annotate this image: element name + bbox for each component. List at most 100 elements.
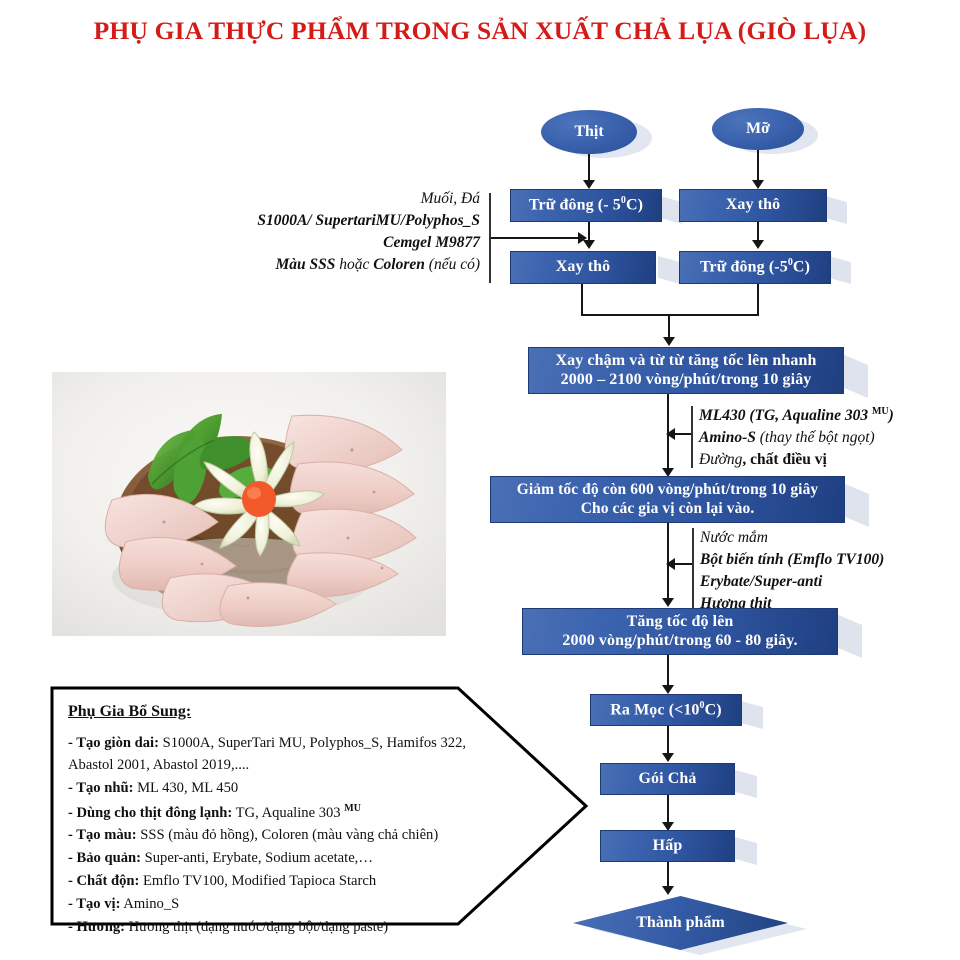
node-meat-freeze-tail: C) [625,196,644,214]
callout-item-6-label: - Tạo vị: [68,896,121,913]
callout-item-2-sup: MU [344,802,361,814]
annotation-hoac: hoặc [335,256,374,273]
arrow-grindslow-to-reduce [662,468,674,477]
mid-additives-bracket [691,406,693,468]
annotation-ml430-sup: MU [871,406,889,417]
annotation-ml430-close: ) [888,407,894,425]
callout-item-0-value: S1000A, SuperTari MU, Polyphos_S, Hamifo… [68,735,467,773]
callout-item-4-label: - Bảo quản: [68,850,141,867]
grind-slow-shadow [842,354,868,398]
callout-item-1-label: - Tạo nhũ: [68,779,134,796]
node-fat-freeze-sup: 0 [787,257,793,269]
connector-grind-to-freeze [757,222,759,242]
annotation-erybate: Erybate/Super-anti [700,573,823,590]
ramoc-shadow [741,701,763,729]
annotation-bot-bien-tinh: Bột biến tính (Emflo TV100) [700,551,885,568]
node-goi-cha: Gói Chả [600,763,735,795]
callout-item-7: - Hương: Hương thịt (dạng nước/dạng bột/… [68,917,468,939]
node-goicha-label: Gói Chả [638,769,697,787]
reduce-shadow [843,483,869,527]
node-fat-label: Mỡ [746,120,770,137]
annotation-nuoc-mam: Nước mắm [700,529,768,546]
arrow-reduce-to-speedup [662,598,674,607]
node-meat-freeze-sup: 0 [620,195,626,207]
node-thanhpham-label: Thành phẩm [636,914,725,931]
hap-shadow [735,837,757,865]
node-ramoc-tail: C) [704,701,722,719]
arrow-goicha-to-hap [662,822,674,831]
arrow-speedup-to-ramoc [662,685,674,694]
node-ramoc-label: Ra Mọc (<10 [610,701,700,719]
fat-freeze-shadow [829,256,851,284]
node-reduce-speed: Giảm tốc độ còn 600 vòng/phút/trong 10 g… [490,476,845,523]
callout-item-3-value: SSS (màu đỏ hồng), Coloren (màu vàng chả… [136,827,439,844]
connector-goicha-to-hap [667,795,669,827]
node-fat-freeze-label: Trữ đông (-5 [699,258,788,276]
arrow-hap-to-thanhpham [662,886,674,895]
node-meat-grind: Xay thô [510,251,656,284]
connector-fat-to-grind [757,150,759,182]
connector-merge-horizontal [581,314,759,316]
callout-item-6: - Tạo vị: Amino_S [68,894,468,916]
node-fat: Mỡ [712,108,804,150]
callout-item-5: - Chất độn: Emflo TV100, Modified Tapioc… [68,871,468,893]
arrow-meat-to-freeze [583,180,595,189]
fat-grind-shadow [825,196,847,224]
node-meat-freeze-label: Trữ đông (- 5 [528,196,621,214]
annotation-additives-lower: Nước mắm Bột biến tính (Emflo TV100) Ery… [700,527,884,615]
annotation-line-ml430: ML430 (TG, Aqualine 303 MU) [699,405,894,427]
node-fat-grind: Xay thô [679,189,827,222]
callout-item-2: - Dùng cho thịt đông lạnh: TG, Aqualine … [68,801,468,825]
product-photo [52,372,446,636]
callout-item-7-label: - Hương: [68,918,125,935]
annotation-mau-sss: Màu SSS [275,256,336,273]
speedup-shadow [836,614,862,658]
arrow-freeze-to-grind [583,240,595,249]
arrow-grind-to-freeze [752,240,764,249]
callout-content: Phụ Gia Bổ Sung: - Tạo giòn dai: S1000A,… [68,700,468,940]
additives-callout: Phụ Gia Bổ Sung: - Tạo giòn dai: S1000A,… [50,686,590,935]
arrow-mid-additives-feed [666,428,675,440]
annotation-ml430: ML430 (TG, Aqualine 303 [699,407,872,425]
arrow-ramoc-to-goicha [662,753,674,762]
callout-item-2-label: - Dùng cho thịt đông lạnh: [68,804,233,821]
annotation-line-s1000a: S1000A/ SupertariMU/Polyphos_S [257,212,480,229]
annotation-line-duong: Đường, chất điều vị [699,449,894,471]
node-grind-slow: Xay chậm và từ từ tăng tốc lên nhanh 200… [528,347,844,394]
additives-bracket [489,193,491,283]
connector-fatfreeze-down [757,284,759,316]
node-ra-moc: Ra Mọc (<100C) [590,694,742,726]
node-speedup-line1: Tăng tốc độ lên [626,612,734,630]
callout-item-5-value: Emflo TV100, Modified Tapioca Starch [139,873,377,890]
callout-item-4-value: Super-anti, Erybate, Sodium acetate,… [141,850,373,867]
callout-item-7-value: Hương thịt (dạng nước/dạng bột/dạng past… [124,918,389,935]
callout-item-1-value: ML 430, ML 450 [133,779,239,796]
annotation-line-mau-sss: Màu SSS hoặc Coloren (nếu có) [180,254,480,276]
annotation-additives-top: Muối, Đá S1000A/ SupertariMU/Polyphos_S … [180,188,480,276]
connector-mid-additives-feed [668,433,692,435]
page-title: PHỤ GIA THỰC PHẨM TRONG SẢN XUẤT CHẢ LỤA… [93,16,867,45]
node-hap: Hấp [600,830,735,862]
annotation-neu-co: (nếu có) [424,256,480,273]
arrow-fat-to-grind [752,180,764,189]
annotation-line-cemgel: Cemgel M9877 [383,234,480,251]
connector-lower-additives-feed [668,563,693,565]
callout-item-3: - Tạo màu: SSS (màu đỏ hồng), Coloren (m… [68,825,468,847]
node-meat: Thịt [541,110,637,154]
annotation-additives-mid: ML430 (TG, Aqualine 303 MU) Amino-S (tha… [699,405,894,471]
callout-item-4: - Bảo quản: Super-anti, Erybate, Sodium … [68,848,468,870]
annotation-coloren: Coloren [373,256,425,273]
meat-grind-shadow [658,256,680,284]
connector-hap-to-thanhpham [667,862,669,890]
callout-pentagon-shape [50,686,589,926]
connector-merge-down [668,314,670,340]
callout-item-0: - Tạo giòn dai: S1000A, SuperTari MU, Po… [68,733,468,777]
connector-grind-down [581,284,583,316]
node-fat-freeze: Trữ đông (-50C) [679,251,831,284]
node-speedup-line2: 2000 vòng/phút/trong 60 - 80 giây. [562,631,798,649]
callout-item-5-label: - Chất độn: [68,873,140,890]
annotation-line-aminos: Amino-S (thay thế bột ngọt) [699,427,894,449]
node-reduce-line1: Giảm tốc độ còn 600 vòng/phút/trong 10 g… [516,481,819,499]
node-meat-label: Thịt [574,123,604,140]
